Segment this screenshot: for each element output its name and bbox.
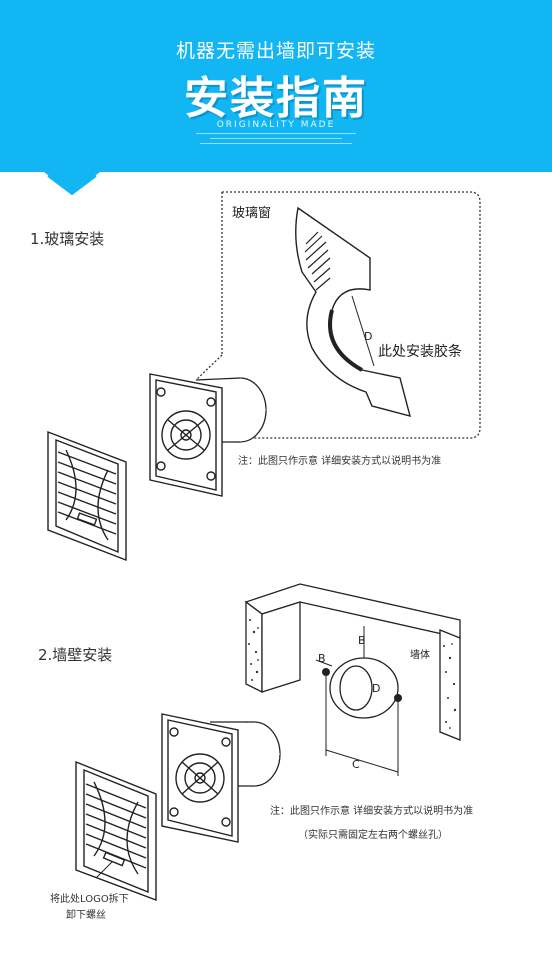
- wall-texture: [248, 619, 457, 729]
- dim-b-top-label: B: [358, 634, 366, 647]
- header-tagline: ORIGINALITY MADE: [216, 120, 336, 130]
- logo-pointer: [95, 861, 113, 879]
- glass-window-shape: [295, 206, 411, 417]
- wall-label: 墙体: [410, 648, 430, 661]
- section1-label: 1.玻璃安装: [30, 230, 105, 248]
- dim-b-left-label: B: [318, 652, 326, 665]
- rubber-strip: [328, 309, 363, 372]
- section2-note: 注：此图只作示意 详细安装方式以说明书为准: [270, 806, 474, 817]
- banner-background: [0, 0, 552, 196]
- glass-install-illustration: D 玻璃窗 此处安装胶条: [47, 191, 481, 562]
- fan-plate: [161, 713, 239, 843]
- header-title: 安装指南: [184, 73, 368, 124]
- window-label: 玻璃窗: [232, 205, 271, 221]
- wall-install-illustration: B B D C 墙体: [75, 583, 461, 902]
- screw-hole-left: [322, 668, 330, 676]
- screw-hole-right: [394, 694, 402, 702]
- dimension-d-line: [351, 295, 375, 367]
- dim-c-label: C: [352, 758, 360, 771]
- fan-plate: [149, 373, 223, 497]
- logo-note-line1: 将此处LOGO拆下: [50, 894, 129, 905]
- decor-line: [210, 138, 342, 139]
- header-subtitle: 机器无需出墙即可安装: [175, 40, 376, 62]
- front-grille: [47, 430, 127, 562]
- section2-note2: （实际只需固定左右两个螺丝孔）: [298, 830, 448, 841]
- logo-note-line2: 卸下螺丝: [66, 910, 106, 921]
- callout-box: [222, 191, 481, 439]
- dim-d-label: D: [364, 330, 372, 343]
- section1-note: 注：此图只作示意 详细安装方式以说明书为准: [238, 456, 442, 467]
- callout-leader: [195, 354, 223, 381]
- section2-label: 2.墙壁安装: [38, 646, 113, 664]
- front-grille: [75, 760, 157, 902]
- dim-d-label: D: [372, 682, 380, 695]
- tape-label: 此处安装胶条: [378, 343, 462, 360]
- header-banner: 机器无需出墙即可安装 安装指南 ORIGINALITY MADE: [0, 0, 552, 196]
- decor-line: [200, 143, 352, 144]
- dimension-lines: [315, 626, 399, 776]
- decor-line: [196, 133, 356, 134]
- wall-block: [244, 583, 461, 741]
- glass-hatching: [304, 231, 331, 291]
- wall-hole: [329, 657, 399, 719]
